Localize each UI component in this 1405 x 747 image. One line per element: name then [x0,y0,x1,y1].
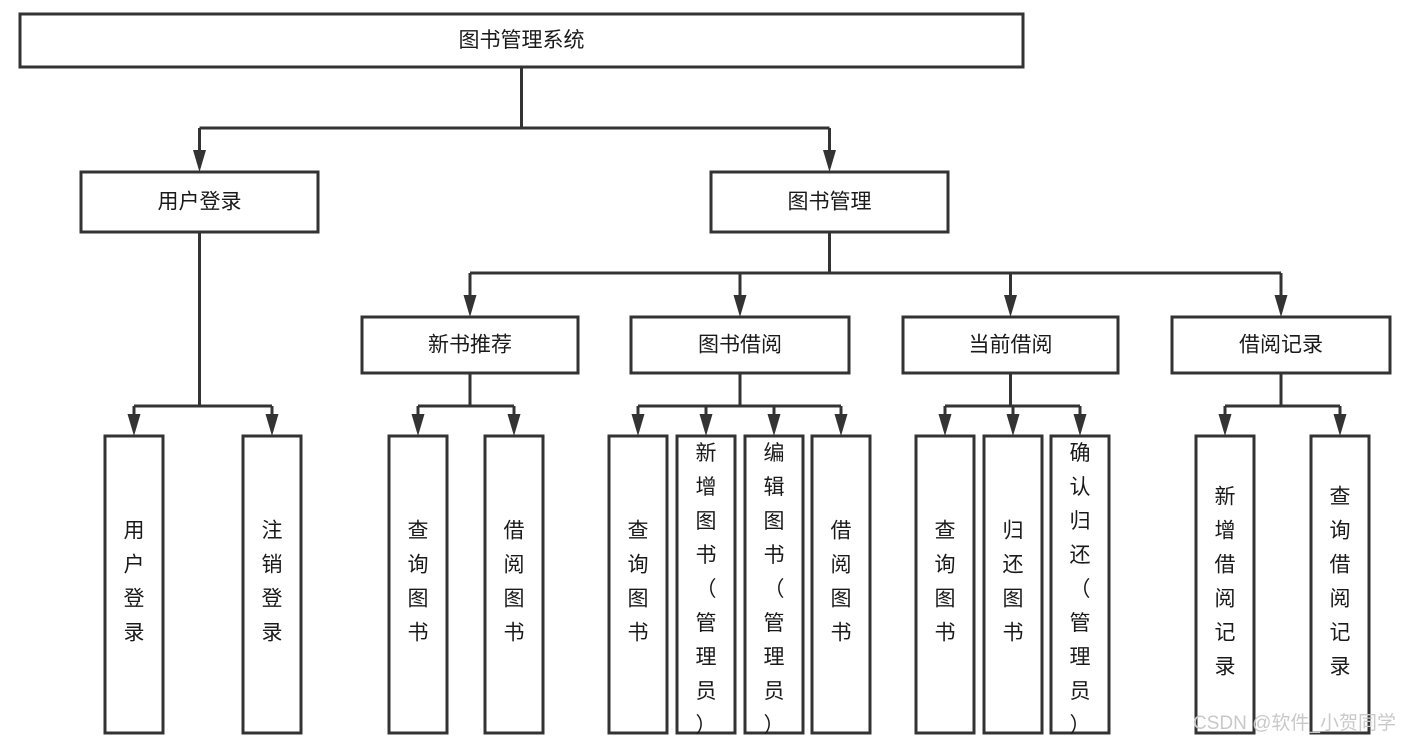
edge-arrowhead [1274,295,1288,317]
edge-arrowhead [1333,414,1347,436]
edge-arrowhead [733,295,747,317]
node-leaf-edit-book-admin[interactable]: 编辑图书（管理员） [743,434,805,737]
node-borrow-record[interactable]: 借阅记录 [1170,315,1392,375]
node-box-new-book-recommend [360,315,580,375]
node-box-leaf-return-book [982,434,1044,735]
node-box-leaf-add-book-admin [675,434,737,735]
edge-arrowhead [631,414,645,436]
edge-arrowhead [767,414,781,436]
edge-arrowhead [463,295,477,317]
node-box-leaf-query-book-borrow [607,434,669,735]
edge-group-current-borrow [938,373,1087,436]
node-leaf-add-borrow-record[interactable]: 新增借阅记录 [1194,434,1256,735]
edge-group-root [193,67,836,172]
edge-arrowhead [193,150,206,172]
node-label-book-manage: 图书管理 [788,191,872,214]
node-box-current-borrow [901,315,1120,375]
node-leaf-logout[interactable]: 注销登录 [241,434,303,735]
node-leaf-query-book-borrow[interactable]: 查询图书 [607,434,669,735]
node-book-manage[interactable]: 图书管理 [709,170,950,234]
edge-group-borrow-record [1218,373,1347,436]
edge-arrowhead [823,150,836,172]
node-new-book-recommend[interactable]: 新书推荐 [360,315,580,375]
node-label-leaf-query-book-current: 查询图书 [935,520,956,645]
edge-arrowhead [265,414,279,436]
edge-layer [127,67,1347,436]
node-label-current-borrow: 当前借阅 [969,334,1053,357]
node-leaf-borrow-book[interactable]: 借阅图书 [810,434,872,735]
edge-arrowhead [127,414,141,436]
node-leaf-query-borrow-record[interactable]: 查询借阅记录 [1309,434,1371,735]
edge-group-new-book-recommend [411,373,521,436]
node-box-leaf-user-login [103,434,165,735]
node-label-new-book-recommend: 新书推荐 [428,334,512,357]
node-label-borrow-record: 借阅记录 [1239,334,1323,357]
edge-arrowhead [699,414,713,436]
csdn-watermark: CSDN @软件_小贺同学 [1193,712,1396,734]
node-current-borrow[interactable]: 当前借阅 [901,315,1120,375]
edge-group-book-manage [463,232,1288,317]
node-label-root: 图书管理系统 [459,29,585,52]
edge-group-book-borrow [631,373,848,436]
edge-arrowhead [1004,295,1017,317]
node-label-leaf-confirm-return-admin: 确认归还（管理员） [1070,442,1091,737]
edge-arrowhead [834,414,848,436]
node-root[interactable]: 图书管理系统 [18,12,1025,69]
node-label-leaf-return-book: 归还图书 [1003,520,1024,645]
node-leaf-query-book-rec[interactable]: 查询图书 [387,434,449,735]
node-box-leaf-query-book-rec [387,434,449,735]
node-box-leaf-borrow-book-rec [483,434,545,735]
node-label-leaf-add-borrow-record: 新增借阅记录 [1215,486,1236,679]
node-box-borrow-record [1170,315,1392,375]
edge-arrowhead [938,414,952,436]
node-label-user-login: 用户登录 [158,191,242,214]
node-user-login[interactable]: 用户登录 [79,170,320,234]
edge-arrowhead [507,414,521,436]
node-book-borrow[interactable]: 图书借阅 [629,315,851,375]
node-leaf-confirm-return-admin[interactable]: 确认归还（管理员） [1049,434,1111,737]
node-label-leaf-query-borrow-record: 查询借阅记录 [1330,486,1351,679]
node-leaf-query-book-current[interactable]: 查询图书 [914,434,976,735]
node-box-book-borrow [629,315,851,375]
edge-group-user-login [127,232,279,436]
node-label-leaf-edit-book-admin: 编辑图书（管理员） [764,442,785,737]
node-box-leaf-query-borrow-record [1309,434,1371,735]
node-label-leaf-add-book-admin: 新增图书（管理员） [696,442,717,737]
node-label-leaf-borrow-book: 借阅图书 [831,520,852,645]
node-label-leaf-user-login: 用户登录 [124,520,145,645]
node-box-leaf-confirm-return-admin [1049,434,1111,735]
edge-arrowhead [1006,414,1020,436]
node-box-leaf-add-borrow-record [1194,434,1256,735]
node-label-leaf-query-book-borrow: 查询图书 [628,520,649,645]
node-box-user-login [79,170,320,234]
edge-arrowhead [1218,414,1232,436]
edge-arrowhead [411,414,425,436]
node-leaf-borrow-book-rec[interactable]: 借阅图书 [483,434,545,735]
node-label-leaf-query-book-rec: 查询图书 [408,520,429,645]
node-box-leaf-borrow-book [810,434,872,735]
node-layer: 图书管理系统用户登录图书管理新书推荐图书借阅当前借阅借阅记录用户登录注销登录查询… [18,12,1392,737]
node-box-book-manage [709,170,950,234]
node-leaf-user-login[interactable]: 用户登录 [103,434,165,735]
node-label-book-borrow: 图书借阅 [698,334,782,357]
node-label-leaf-logout: 注销登录 [262,520,283,645]
node-box-leaf-query-book-current [914,434,976,735]
edge-arrowhead [1073,414,1087,436]
node-leaf-add-book-admin[interactable]: 新增图书（管理员） [675,434,737,737]
node-box-root [18,12,1025,69]
node-box-leaf-logout [241,434,303,735]
node-label-leaf-borrow-book-rec: 借阅图书 [504,520,525,645]
node-leaf-return-book[interactable]: 归还图书 [982,434,1044,735]
node-box-leaf-edit-book-admin [743,434,805,735]
